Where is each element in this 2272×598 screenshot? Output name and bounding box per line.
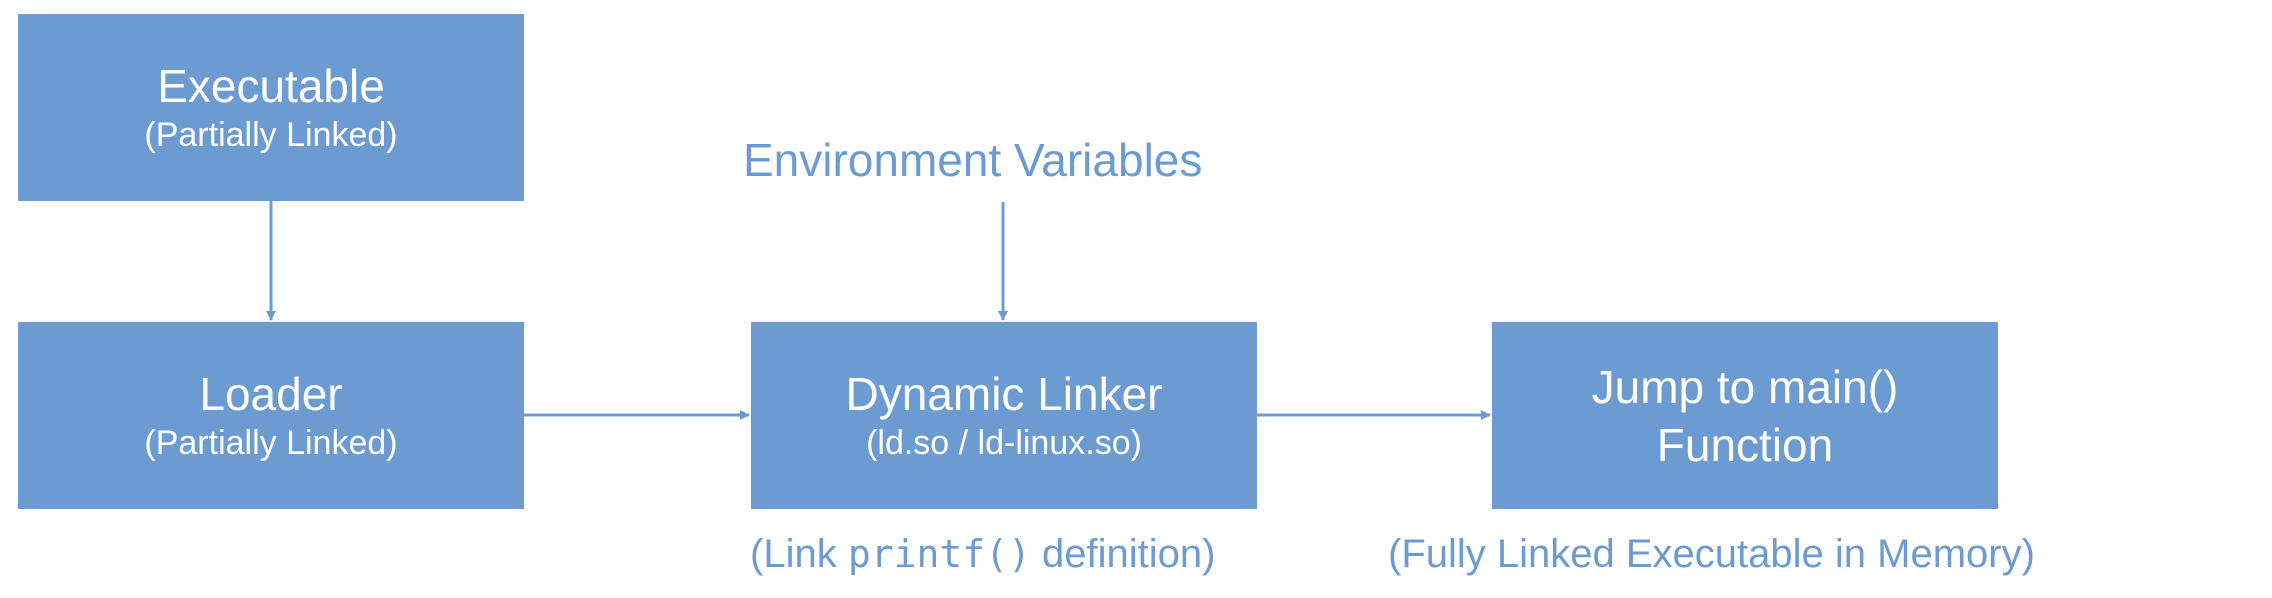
loader-title: Loader — [199, 367, 343, 420]
executable-box: Executable (Partially Linked) — [18, 14, 524, 201]
dynamic-linker-box: Dynamic Linker (ld.so / ld-linux.so) — [751, 322, 1257, 509]
jump-title-line1: Jump to main() — [1591, 360, 1899, 413]
jump-to-main-box: Jump to main() Function — [1492, 322, 1998, 509]
environment-variables-label: Environment Variables — [743, 134, 1203, 186]
dynamic-linker-title: Dynamic Linker — [845, 367, 1163, 420]
link-printf-note: (Link printf() definition) — [750, 532, 1215, 577]
executable-title: Executable — [157, 59, 385, 112]
link-note-prefix: (Link — [750, 532, 848, 576]
loader-subtitle: (Partially Linked) — [144, 423, 398, 462]
jump-title-line2: Function — [1656, 418, 1834, 471]
link-note-suffix: definition) — [1030, 532, 1216, 576]
link-note-code: printf() — [847, 532, 1031, 576]
loader-box: Loader (Partially Linked) — [18, 322, 524, 509]
dynamic-linker-subtitle: (ld.so / ld-linux.so) — [866, 423, 1142, 462]
executable-subtitle: (Partially Linked) — [144, 115, 398, 154]
fully-linked-note: (Fully Linked Executable in Memory) — [1388, 532, 2035, 576]
